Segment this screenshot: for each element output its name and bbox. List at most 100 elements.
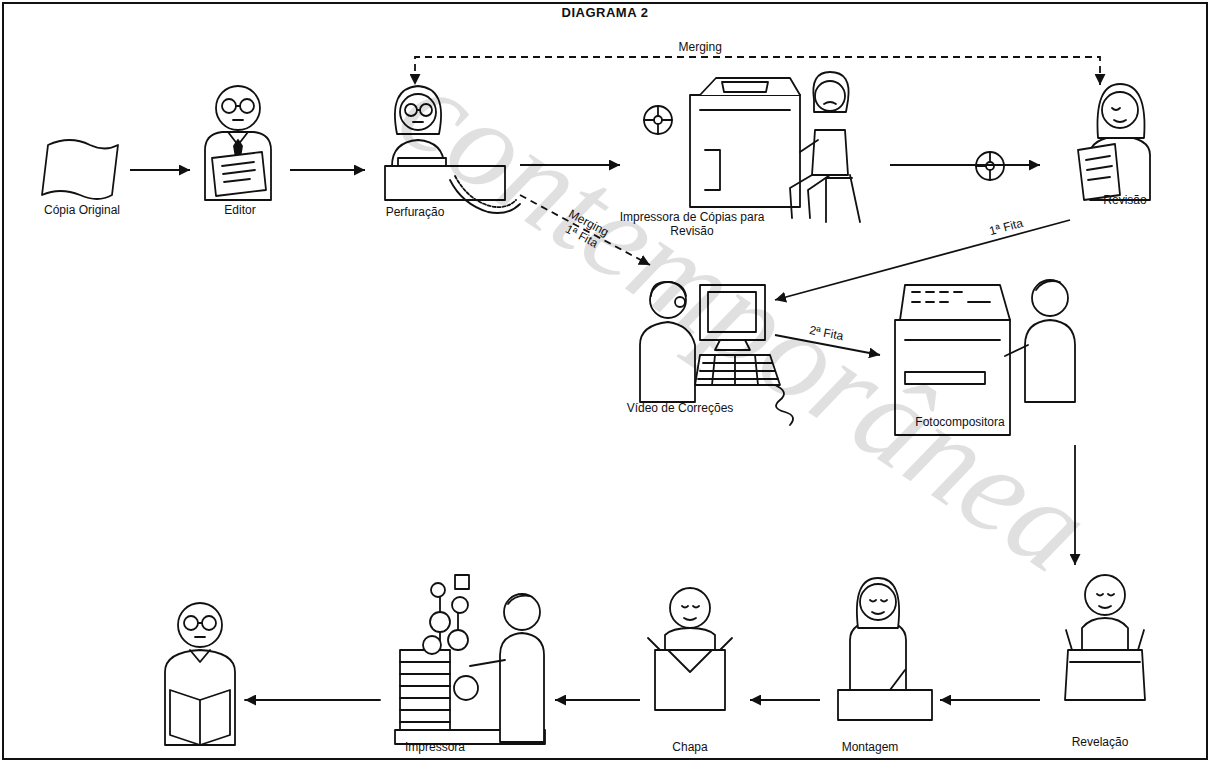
typist-figure-part bbox=[398, 158, 446, 166]
editor-figure bbox=[205, 86, 271, 200]
developer-figure-part bbox=[1097, 594, 1114, 608]
proof-printer-part bbox=[813, 72, 848, 112]
proof-printer-part bbox=[824, 102, 836, 104]
layout-figure-part bbox=[890, 670, 905, 690]
typist-figure-part bbox=[413, 110, 423, 122]
reader-figure-part bbox=[178, 603, 222, 647]
editor-figure-part bbox=[233, 106, 243, 120]
proof-printer-part bbox=[690, 95, 800, 207]
reader-figure-part bbox=[165, 650, 235, 745]
plate-figure-part bbox=[670, 588, 710, 628]
page-frame bbox=[3, 3, 1207, 759]
proof-printer-part bbox=[644, 106, 672, 134]
stage-node: Montagem bbox=[820, 575, 940, 760]
press-figure-part bbox=[448, 630, 468, 650]
typist-figure-part bbox=[400, 94, 436, 130]
reader-figure-part bbox=[170, 690, 230, 745]
reviewer-figure-part bbox=[976, 152, 1004, 180]
phototypesetter-part bbox=[1036, 281, 1060, 290]
flow-arrow bbox=[555, 699, 640, 701]
edge-label: Merging 1ª Fita bbox=[554, 204, 616, 256]
phototypesetter-part bbox=[905, 339, 1000, 341]
layout-figure-part bbox=[870, 600, 887, 614]
press-figure-part bbox=[455, 575, 469, 589]
node-label: Revelação bbox=[1050, 735, 1150, 749]
node-label: Perfuração bbox=[365, 205, 465, 219]
edge-label: 1ª Fita bbox=[988, 215, 1025, 238]
paper-icon-part bbox=[42, 140, 118, 199]
typist-figure-part bbox=[455, 176, 516, 207]
correction-terminal-part bbox=[640, 322, 695, 402]
editor-figure-part bbox=[240, 99, 254, 113]
flow-arrow bbox=[130, 169, 190, 171]
plate-figure-part bbox=[648, 638, 732, 650]
press-figure-part bbox=[431, 583, 445, 597]
developer-figure-part bbox=[1085, 575, 1125, 615]
node-label: Vídeo de Correções bbox=[605, 401, 755, 415]
typist-figure-part bbox=[405, 104, 417, 116]
node-label: Editor bbox=[195, 203, 285, 217]
stage-node: Editor bbox=[190, 85, 290, 220]
phototypesetter bbox=[895, 280, 1075, 435]
stage-node: Revisão bbox=[1040, 85, 1170, 220]
editor-figure-part bbox=[222, 99, 236, 113]
layout-figure-part bbox=[850, 620, 906, 690]
correction-terminal-part bbox=[715, 340, 750, 350]
layout-figure bbox=[838, 578, 932, 720]
correction-terminal-part bbox=[700, 285, 765, 340]
developer-figure bbox=[1065, 575, 1145, 700]
correction-terminal-part bbox=[775, 385, 793, 425]
phototypesetter-part bbox=[1032, 280, 1068, 316]
proof-printer bbox=[644, 72, 860, 222]
layout-figure-part bbox=[857, 578, 899, 628]
node-label: Fotocompositora bbox=[885, 415, 1035, 429]
press-figure bbox=[395, 575, 545, 744]
diagram-title: DIAGRAMA 2 bbox=[0, 5, 1210, 20]
phototypesetter-part bbox=[1005, 345, 1028, 356]
phototypesetter-part bbox=[1025, 320, 1075, 402]
stage-node: Impressora de Cópias para Revisão bbox=[620, 55, 890, 240]
edge-label: 2ª Fita bbox=[808, 322, 845, 343]
node-label: Revisão bbox=[1080, 193, 1170, 207]
proof-printer-part bbox=[815, 81, 845, 111]
press-figure-part bbox=[500, 633, 544, 742]
correction-terminal-part bbox=[708, 292, 756, 332]
stage-node: Perfuração bbox=[365, 85, 520, 220]
flow-arrow bbox=[520, 164, 620, 166]
developer-figure-part bbox=[1066, 630, 1144, 650]
correction-terminal-part bbox=[651, 282, 686, 296]
stage-node: Fotocompositora bbox=[880, 265, 1090, 445]
press-figure-part bbox=[400, 662, 450, 722]
plate-figure-part bbox=[682, 606, 699, 620]
layout-figure-part bbox=[838, 690, 932, 720]
editor-figure-part bbox=[205, 132, 271, 200]
final-arrow-part bbox=[245, 699, 380, 701]
node-label: Cópia Original bbox=[27, 203, 137, 217]
reviewer-figure bbox=[976, 84, 1150, 200]
reviewer-figure-part bbox=[1078, 144, 1120, 200]
proof-printer-part bbox=[700, 78, 800, 95]
press-figure-part bbox=[508, 596, 530, 604]
reviewer-figure-part bbox=[976, 152, 990, 180]
typist-figure-part bbox=[420, 104, 432, 116]
stage-node: Revelação bbox=[1040, 565, 1155, 755]
flow-arrow bbox=[890, 164, 1040, 166]
stage-node: Cópia Original bbox=[35, 135, 130, 220]
node-label: Montagem bbox=[820, 740, 920, 754]
plate-figure bbox=[648, 588, 732, 710]
developer-figure-part bbox=[1065, 650, 1145, 700]
plate-figure-part bbox=[668, 650, 712, 672]
reader-figure-part bbox=[202, 616, 216, 630]
press-figure-part bbox=[470, 660, 505, 666]
editor-figure-part bbox=[216, 86, 260, 130]
reviewer-figure-part bbox=[1112, 108, 1126, 122]
layout-figure-part bbox=[860, 584, 896, 620]
node-label: Impressora bbox=[380, 740, 490, 754]
stage-node: Impressora bbox=[380, 570, 555, 760]
typist-figure-part bbox=[450, 180, 520, 213]
node-label: Impressora de Cópias para Revisão bbox=[612, 210, 772, 238]
correction-terminal-part bbox=[675, 297, 685, 307]
press-figure-part bbox=[504, 594, 540, 630]
